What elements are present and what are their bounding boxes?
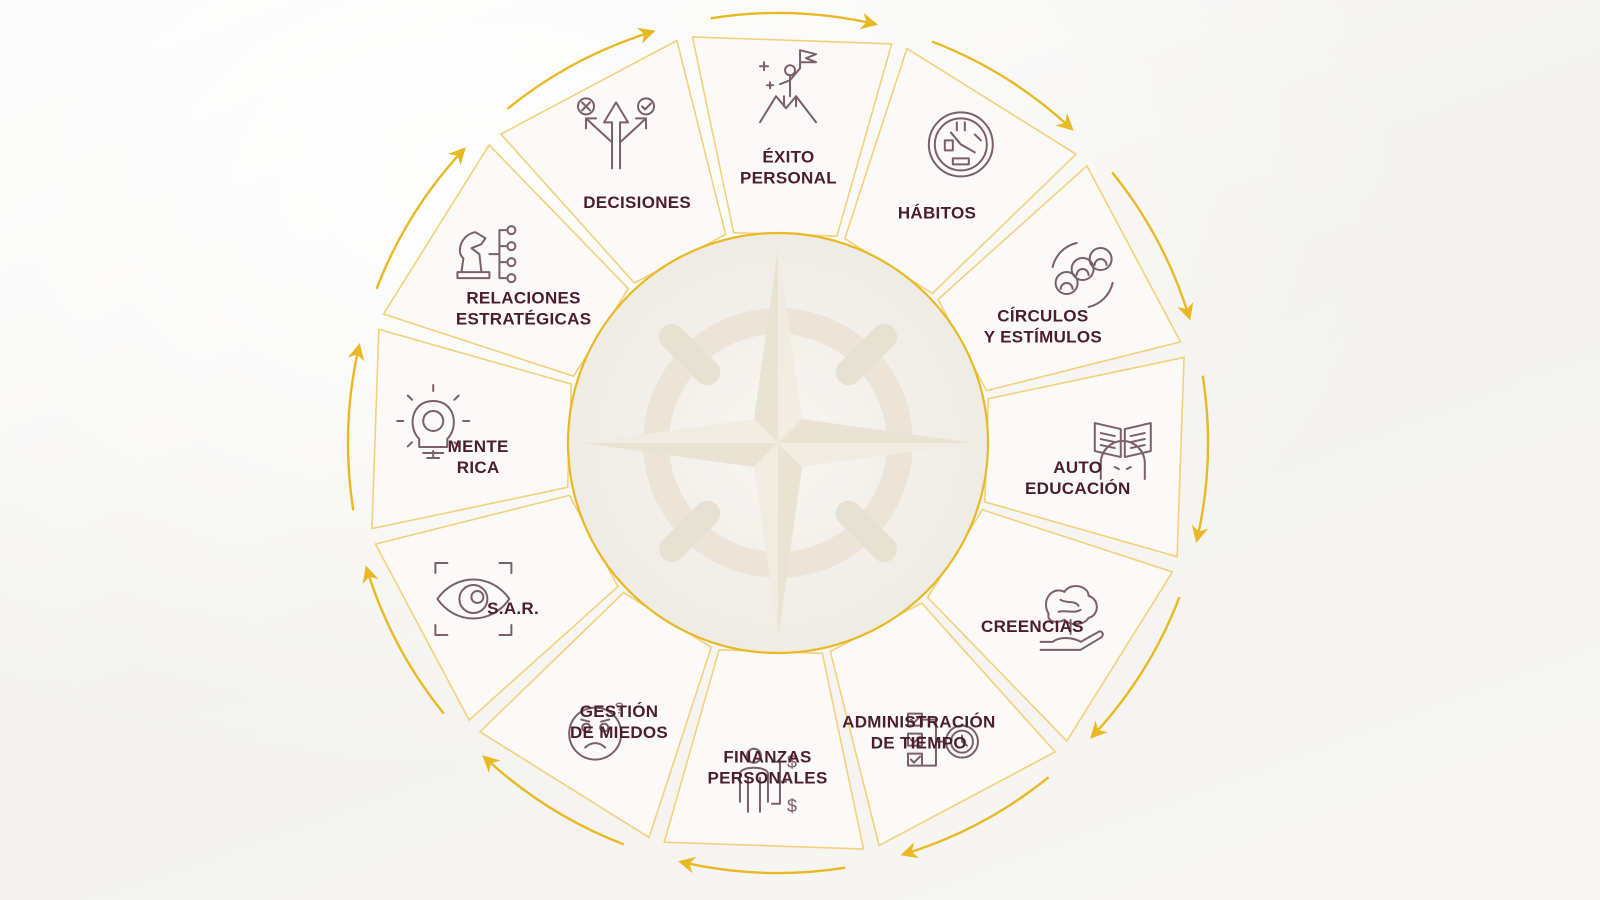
- cycle-arrow: [346, 342, 365, 511]
- segments-ring: [371, 36, 1185, 850]
- cycle-arrow: [362, 565, 445, 715]
- svg-text:?: ?: [615, 701, 624, 718]
- segment-label-habitos: HÁBITOS: [898, 204, 976, 223]
- cycle-arrow: [1111, 171, 1194, 321]
- compass-rose-icon: [583, 248, 973, 638]
- summit-flag-icon: [759, 49, 818, 124]
- segment-label-gestion-miedos-line-1: GESTIÓN: [580, 702, 659, 721]
- segment-label-administracion-tiempo-line-1: ADMINISTRACIÓN: [842, 712, 995, 731]
- branching-arrows-icon: [577, 97, 656, 170]
- cycle-arrow: [1191, 375, 1210, 544]
- open-book-icon: [1093, 422, 1152, 481]
- lightbulb-dollar-icon: [396, 383, 471, 459]
- center-hub: [566, 231, 990, 655]
- segment-label-mente-rica-line-1: MENTE: [448, 437, 509, 456]
- checklist-clock-icon: [906, 712, 979, 767]
- segment-label-relaciones-estrategicas-line-1: RELACIONES: [466, 289, 580, 308]
- svg-text:$: $: [787, 796, 797, 816]
- brain-hand-icon: [1039, 585, 1104, 651]
- worried-face-icon: ?: [568, 701, 624, 761]
- clock-habits-icon: [927, 111, 994, 178]
- cycle-arrow: [900, 776, 1050, 859]
- segment-label-decisiones: DECISIONES: [583, 193, 691, 212]
- cycle-arrow: [1090, 596, 1181, 739]
- cycle-arrows: [346, 11, 1210, 875]
- cycle-arrow: [710, 11, 879, 30]
- cycle-arrow: [931, 40, 1074, 131]
- cycle-arrow: [482, 755, 625, 846]
- chess-knight-network-icon: [456, 225, 517, 284]
- segment-label-auto-educacion-line-2: EDUCACIÓN: [1025, 479, 1131, 498]
- people-cycle-icon: [1051, 242, 1114, 309]
- segment-label-circulos-estimulos-line-2: Y ESTÍMULOS: [984, 328, 1102, 347]
- segment-label-relaciones-estrategicas-line-2: ESTRATÉGICAS: [456, 310, 592, 329]
- segment-label-circulos-estimulos-line-1: CÍRCULOS: [997, 307, 1088, 326]
- segment-label-gestion-miedos-line-2: DE MIEDOS: [570, 723, 668, 742]
- person-dollar-icon: $$: [738, 747, 797, 816]
- segment-label-exito-personal-line-2: PERSONAL: [740, 169, 837, 188]
- segment-label-exito-personal-line-1: ÉXITO: [762, 148, 814, 167]
- segment-label-administracion-tiempo-line-2: DE TIEMPO: [871, 733, 967, 752]
- segment-contents: ÉXITO PERSONAL HÁBITOS CÍRCULOS Y ESTÍMULOS A…: [396, 49, 1152, 816]
- segment-label-mente-rica-line-2: RICA: [457, 458, 500, 477]
- segment-label-auto-educacion-line-1: AUTO: [1053, 458, 1102, 477]
- segment-label-creencias: CREENCIAS: [981, 617, 1084, 636]
- segment-label-finanzas-personales-line-1: FINANZAS: [723, 747, 811, 766]
- segment-label-finanzas-personales-line-2: PERSONALES: [707, 768, 827, 787]
- cycle-arrow: [677, 856, 846, 875]
- cycle-arrow: [506, 27, 656, 110]
- segment-label-sar: S.A.R.: [487, 599, 539, 618]
- cycle-arrow: [375, 147, 466, 290]
- eye-focus-icon: [434, 561, 513, 636]
- svg-text:$: $: [787, 752, 797, 772]
